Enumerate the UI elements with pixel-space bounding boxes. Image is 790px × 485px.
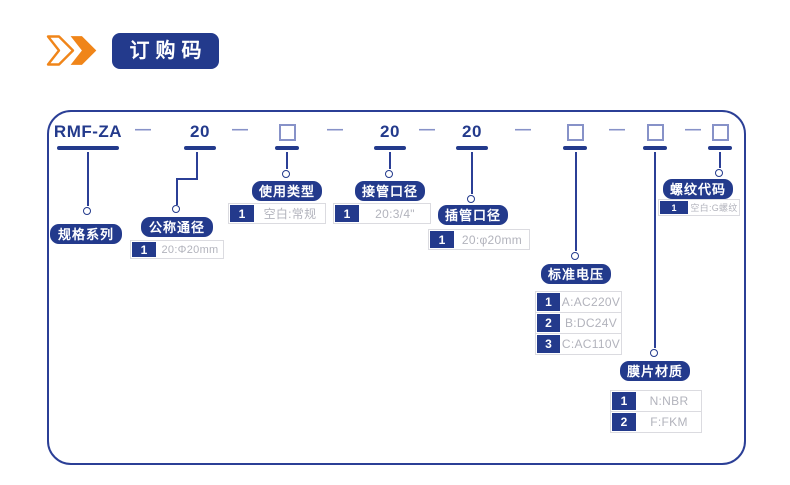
- option-table: 1 N:NBR 2 F:FKM: [610, 390, 702, 433]
- connector-dot: [571, 252, 579, 260]
- connector-line: [176, 178, 198, 180]
- code-underline: [275, 146, 299, 150]
- field-label: 接管口径: [355, 181, 425, 201]
- code-separator: —: [609, 121, 625, 138]
- option-table: 1 空白:常规: [228, 203, 326, 224]
- field-label: 标准电压: [541, 264, 611, 284]
- code-underline: [184, 146, 216, 150]
- option-code: 2: [537, 314, 560, 332]
- connector-line: [389, 152, 391, 169]
- option-value: A:AC220V: [561, 295, 621, 309]
- connector-dot: [385, 170, 393, 178]
- connector-line: [719, 152, 721, 168]
- code-separator: —: [232, 121, 248, 138]
- connector-line: [176, 178, 178, 205]
- option-code: 1: [335, 205, 359, 222]
- code-blank-box: [712, 124, 729, 141]
- option-value: N:NBR: [649, 394, 689, 408]
- connector-dot: [467, 195, 475, 203]
- option-value: C:AC110V: [561, 337, 621, 351]
- field-label: 螺纹代码: [663, 179, 733, 199]
- connector-line: [575, 152, 577, 251]
- option-code: 3: [537, 335, 560, 353]
- option-table: 1 空白:G螺纹: [658, 199, 740, 216]
- section-title-badge: 订购码: [112, 33, 219, 69]
- connector-dot: [715, 169, 723, 177]
- code-underline: [374, 146, 406, 150]
- option-row: 1 20:Φ20mm: [130, 240, 224, 259]
- connector-dot: [83, 207, 91, 215]
- option-code: 2: [612, 413, 636, 431]
- option-row: 1 A:AC220V: [535, 291, 622, 313]
- connector-dot: [282, 170, 290, 178]
- option-value: F:FKM: [650, 415, 688, 429]
- chevron-filled-icon: [69, 34, 98, 67]
- code-underline: [708, 146, 732, 150]
- connector-dot: [650, 349, 658, 357]
- option-code: 1: [430, 231, 454, 248]
- option-row: 1 空白:常规: [228, 203, 326, 224]
- code-underline: [456, 146, 488, 150]
- option-value: 20:3/4": [375, 206, 415, 221]
- option-table: 1 A:AC220V 2 B:DC24V 3 C:AC110V: [535, 291, 622, 355]
- connector-line: [196, 152, 198, 179]
- field-label: 插管口径: [438, 205, 508, 225]
- code-separator: —: [685, 121, 701, 138]
- code-segment-series: RMF-ZA: [53, 122, 123, 141]
- field-label: 公称通径: [141, 217, 213, 237]
- code-underline: [57, 146, 119, 150]
- option-table: 1 20:Φ20mm: [130, 240, 224, 259]
- option-value: 20:φ20mm: [461, 232, 523, 247]
- option-value: 空白:G螺纹: [690, 203, 738, 213]
- connector-line: [87, 152, 89, 206]
- code-segment-bore: 20: [190, 122, 210, 141]
- option-row: 1 空白:G螺纹: [658, 199, 740, 216]
- option-table: 1 20:φ20mm: [428, 229, 530, 250]
- connector-dot: [172, 205, 180, 213]
- chevron-outline-icon: [46, 35, 75, 66]
- code-segment-pipe: 20: [380, 122, 400, 141]
- code-blank-box: [567, 124, 584, 141]
- option-code: 1: [132, 242, 156, 257]
- option-row: 2 B:DC24V: [535, 312, 622, 334]
- option-row: 2 F:FKM: [610, 411, 702, 433]
- code-separator: —: [327, 121, 343, 138]
- code-separator: —: [135, 121, 151, 138]
- field-label: 膜片材质: [620, 361, 690, 381]
- option-code: 1: [612, 392, 636, 410]
- option-row: 1 20:φ20mm: [428, 229, 530, 250]
- option-value: 空白:常规: [263, 207, 317, 221]
- option-code: 1: [537, 293, 560, 311]
- connector-line: [286, 152, 288, 169]
- connector-line: [471, 152, 473, 194]
- code-separator: —: [515, 121, 531, 138]
- code-segment-insert: 20: [462, 122, 482, 141]
- option-row: 1 N:NBR: [610, 390, 702, 412]
- option-code: 1: [660, 201, 688, 214]
- option-row: 1 20:3/4": [333, 203, 431, 224]
- code-separator: —: [419, 121, 435, 138]
- code-blank-box: [647, 124, 664, 141]
- option-code: 1: [230, 205, 254, 222]
- option-value: B:DC24V: [564, 316, 618, 330]
- field-label: 规格系列: [50, 224, 122, 244]
- field-label: 使用类型: [252, 181, 322, 201]
- code-underline: [563, 146, 587, 150]
- option-value: 20:Φ20mm: [161, 243, 219, 256]
- option-row: 3 C:AC110V: [535, 333, 622, 355]
- code-underline: [643, 146, 667, 150]
- connector-line: [654, 152, 656, 348]
- option-table: 1 20:3/4": [333, 203, 431, 224]
- code-blank-box: [279, 124, 296, 141]
